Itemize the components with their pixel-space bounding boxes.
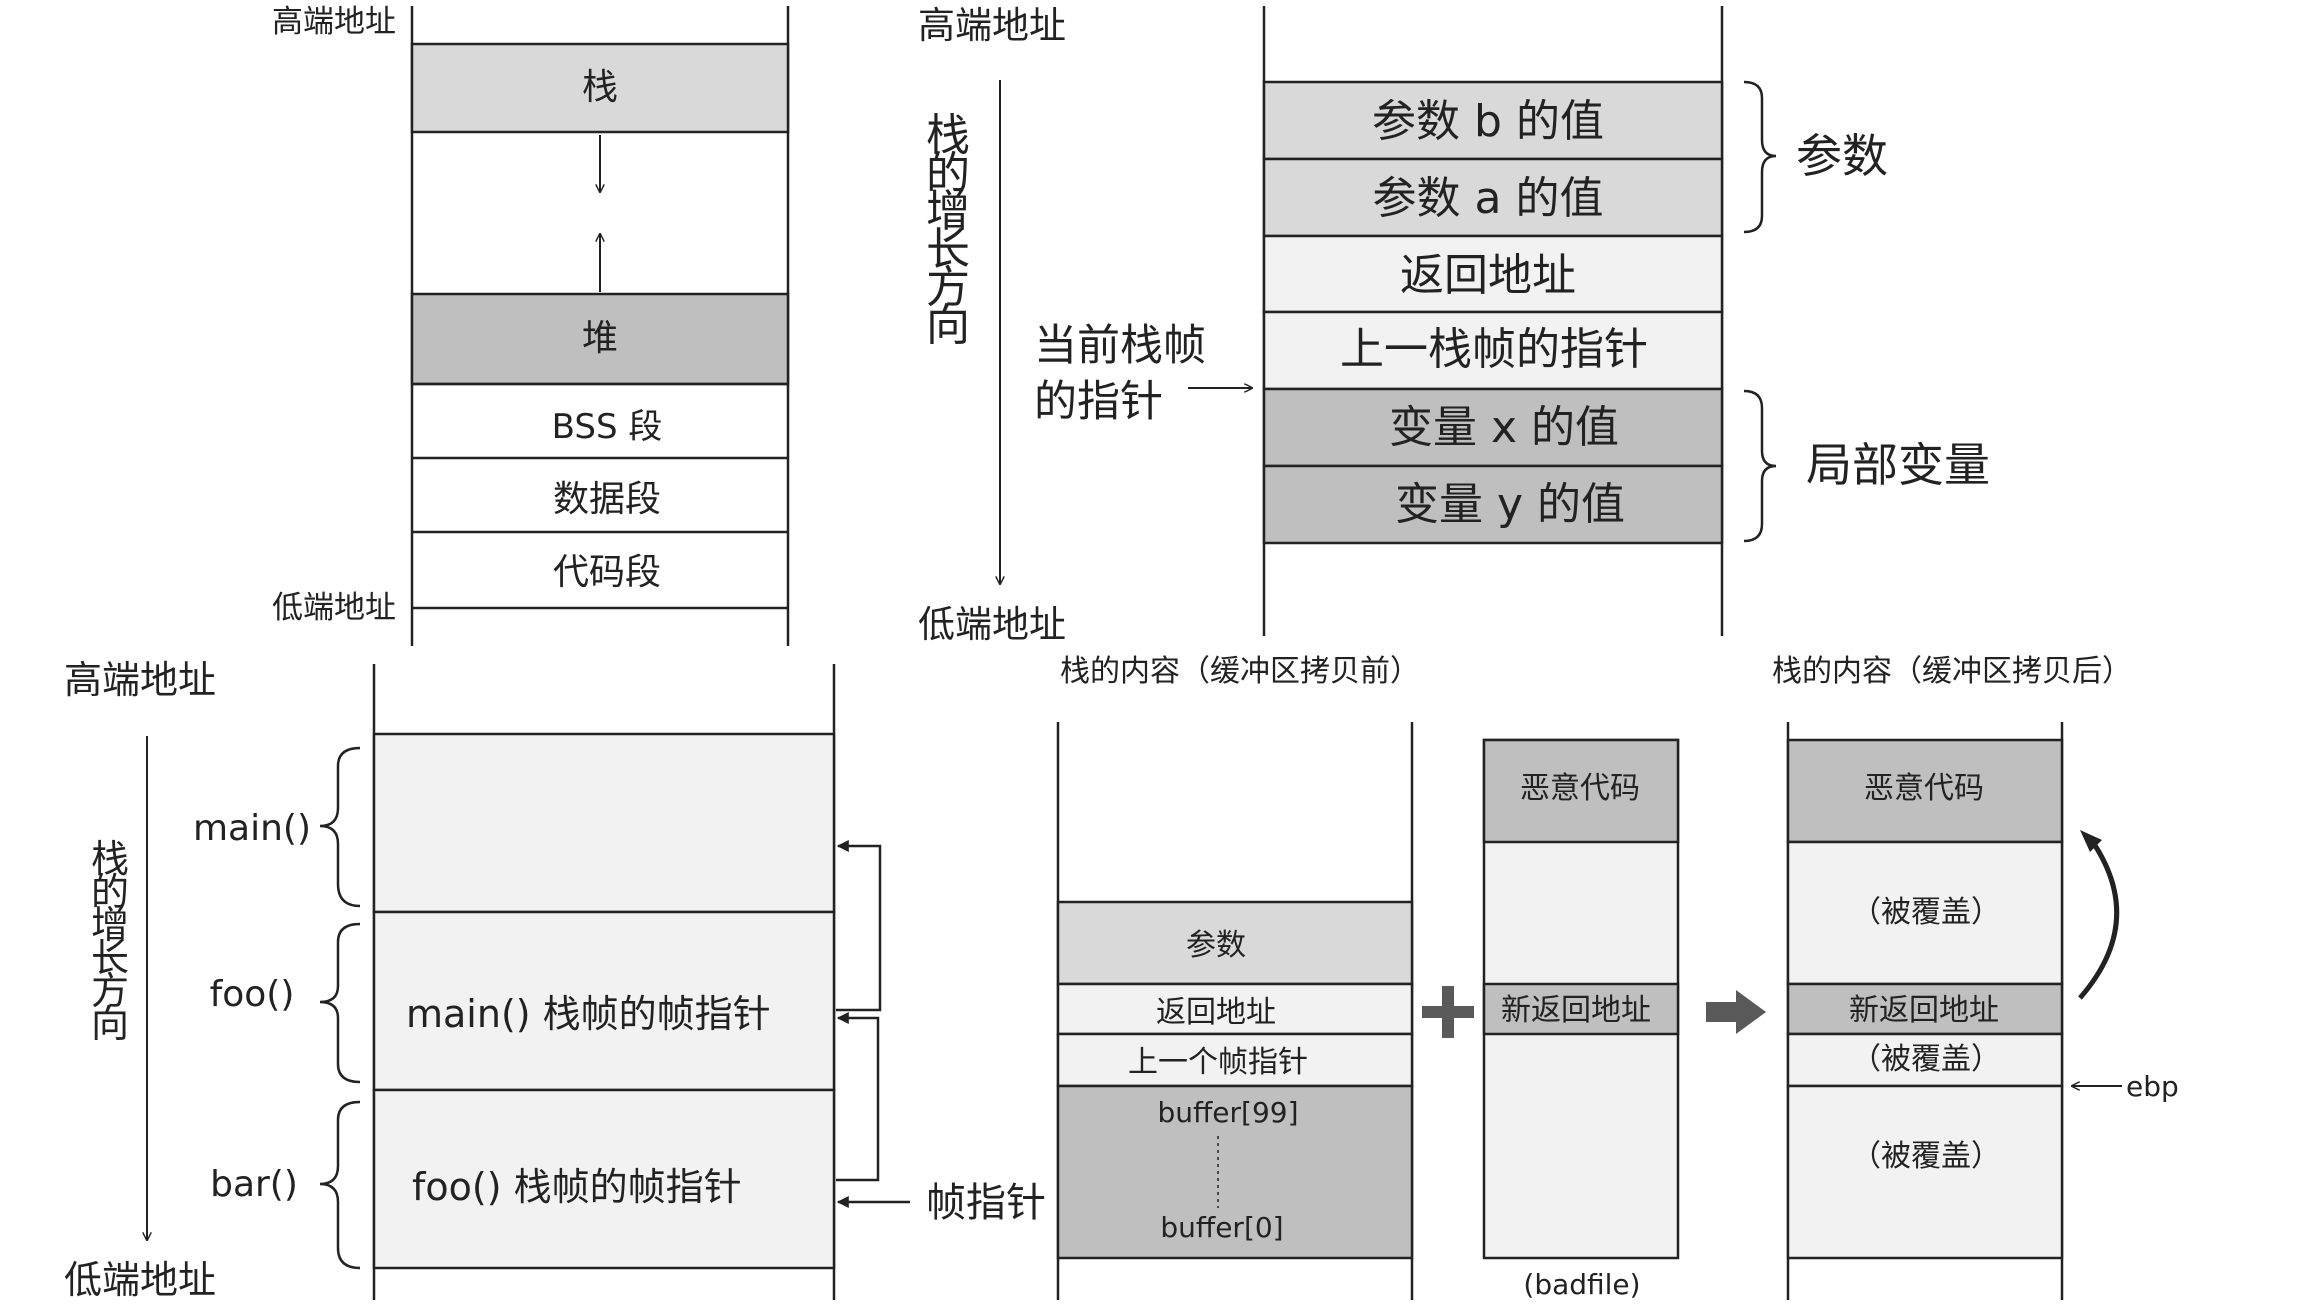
var-y-cell xyxy=(1262,464,1724,545)
return-address-cell xyxy=(1262,234,1724,314)
after-overwritten-label: （被覆盖） xyxy=(1851,895,2001,930)
frame-high-address-label: 高端地址 xyxy=(918,4,1066,47)
memory-layout-panel xyxy=(410,6,790,646)
stack-frame-panel xyxy=(1000,6,1777,636)
bar-function-label: bar() xyxy=(210,1164,298,1205)
buffer-top-label: buffer[99] xyxy=(1157,1096,1298,1129)
foo-frame-pointer-label: foo() 栈帧的帧指针 xyxy=(412,1165,742,1209)
after-title: 栈的内容（缓冲区拷贝后） xyxy=(1772,654,2132,689)
var-y-label: 变量 y 的值 xyxy=(1395,479,1625,530)
growth-direction-label: 栈的增长方向 xyxy=(926,110,970,351)
call-chain-labels: 高端地址 低端地址 栈的增长方向 main() foo() bar() main… xyxy=(64,658,1046,1302)
overflow-panel xyxy=(1056,722,2122,1300)
low-address-label: 低端地址 xyxy=(272,590,396,626)
after-malicious-cell xyxy=(1786,738,2064,844)
frame-low-address-label: 低端地址 xyxy=(918,603,1066,646)
bar-brace xyxy=(319,1100,361,1270)
high-address-label: 高端地址 xyxy=(272,4,396,40)
foo-brace xyxy=(319,922,361,1084)
buffer-bottom-label: buffer[0] xyxy=(1160,1211,1283,1244)
call-chain-panel xyxy=(147,664,910,1300)
heap-segment xyxy=(410,292,790,386)
var-x-cell xyxy=(1262,387,1724,468)
after-new-return-label: 新返回地址 xyxy=(1849,993,1999,1028)
main-brace xyxy=(319,746,361,908)
var-x-label: 变量 x 的值 xyxy=(1389,402,1619,453)
param-b-label: 参数 b 的值 xyxy=(1372,96,1604,147)
after-overwritten-cell xyxy=(1786,840,2064,986)
chain-low-address-label: 低端地址 xyxy=(64,1258,216,1302)
bar-frame-cell xyxy=(372,1088,836,1270)
before-prev-fp-label: 上一个帧指针 xyxy=(1128,1045,1308,1080)
params-brace xyxy=(1743,80,1777,234)
code-segment-label: 代码段 xyxy=(553,552,661,593)
after-malicious-label: 恶意代码 xyxy=(1864,771,1984,806)
badfile-new-return-label: 新返回地址 xyxy=(1501,993,1651,1028)
chain-growth-label: 栈的增长方向 xyxy=(91,837,129,1046)
plus-vertical-bar xyxy=(1442,986,1454,1038)
before-buffer-cell xyxy=(1056,1084,1414,1260)
badfile-malicious-label: 恶意代码 xyxy=(1520,771,1640,806)
main-function-label: main() xyxy=(193,808,311,849)
before-params-cell xyxy=(1056,900,1414,986)
frame-pointer-label-line1: 当前栈帧 xyxy=(1034,321,1206,371)
before-title: 栈的内容（缓冲区拷贝前） xyxy=(1060,654,1420,689)
stack-segment xyxy=(410,42,790,134)
prev-frame-pointer-label: 上一栈帧的指针 xyxy=(1340,324,1648,375)
stack-frame-labels: 高端地址 低端地址 栈的增长方向 当前栈帧 的指针 参数 b 的值 参数 a 的… xyxy=(918,4,1990,646)
jump-to-malicious-arrow xyxy=(2078,836,2120,1000)
after-overwritten-buffer-label: （被覆盖） xyxy=(1851,1139,2001,1174)
stack-segment-label: 栈 xyxy=(582,67,618,108)
badfile-label: (badfile) xyxy=(1523,1268,1640,1301)
before-return-address-label: 返回地址 xyxy=(1156,995,1276,1030)
copy-arrow xyxy=(1706,990,1766,1034)
foo-to-main-link xyxy=(836,840,882,1012)
heap-segment-label: 堆 xyxy=(582,318,618,359)
params-brace-label: 参数 xyxy=(1796,129,1888,183)
overflow-labels: 栈的内容（缓冲区拷贝前） 栈的内容（缓冲区拷贝后） 参数 返回地址 上一个帧指针… xyxy=(1060,654,2179,1301)
after-overwritten-fp-label: （被覆盖） xyxy=(1851,1042,2001,1077)
badfile-new-return-cell xyxy=(1482,982,1680,1036)
locals-brace xyxy=(1743,389,1777,543)
data-segment-label: 数据段 xyxy=(553,479,661,520)
param-a-cell xyxy=(1262,157,1724,238)
ebp-label: ebp xyxy=(2126,1070,2179,1103)
bss-segment-label: BSS 段 xyxy=(552,407,663,447)
after-new-return-cell xyxy=(1786,982,2064,1036)
param-a-label: 参数 a 的值 xyxy=(1373,173,1604,224)
param-b-cell xyxy=(1262,80,1724,161)
after-overwritten-buffer-cell xyxy=(1786,1084,2064,1260)
frame-pointer-label-line2: 的指针 xyxy=(1034,377,1163,427)
main-frame-pointer-label: main() 栈帧的帧指针 xyxy=(406,992,771,1036)
main-frame-cell xyxy=(372,732,836,914)
before-return-address-cell xyxy=(1056,982,1414,1036)
chain-high-address-label: 高端地址 xyxy=(64,658,216,702)
memory-layout-labels: 高端地址 低端地址 栈 堆 BSS 段 数据段 代码段 xyxy=(272,4,662,626)
prev-frame-pointer-cell xyxy=(1262,310,1724,391)
overflow-symbols xyxy=(1422,830,2120,1038)
foo-function-label: foo() xyxy=(210,974,295,1015)
return-address-label: 返回地址 xyxy=(1400,250,1576,301)
jump-arrow-head xyxy=(2080,830,2102,852)
locals-brace-label: 局部变量 xyxy=(1806,438,1990,492)
badfile-malicious-cell xyxy=(1482,738,1680,844)
bar-to-foo-link xyxy=(836,1012,880,1182)
before-params-label: 参数 xyxy=(1186,928,1246,963)
frame-pointer-label: 帧指针 xyxy=(926,1180,1046,1226)
foo-frame-cell xyxy=(372,910,836,1092)
